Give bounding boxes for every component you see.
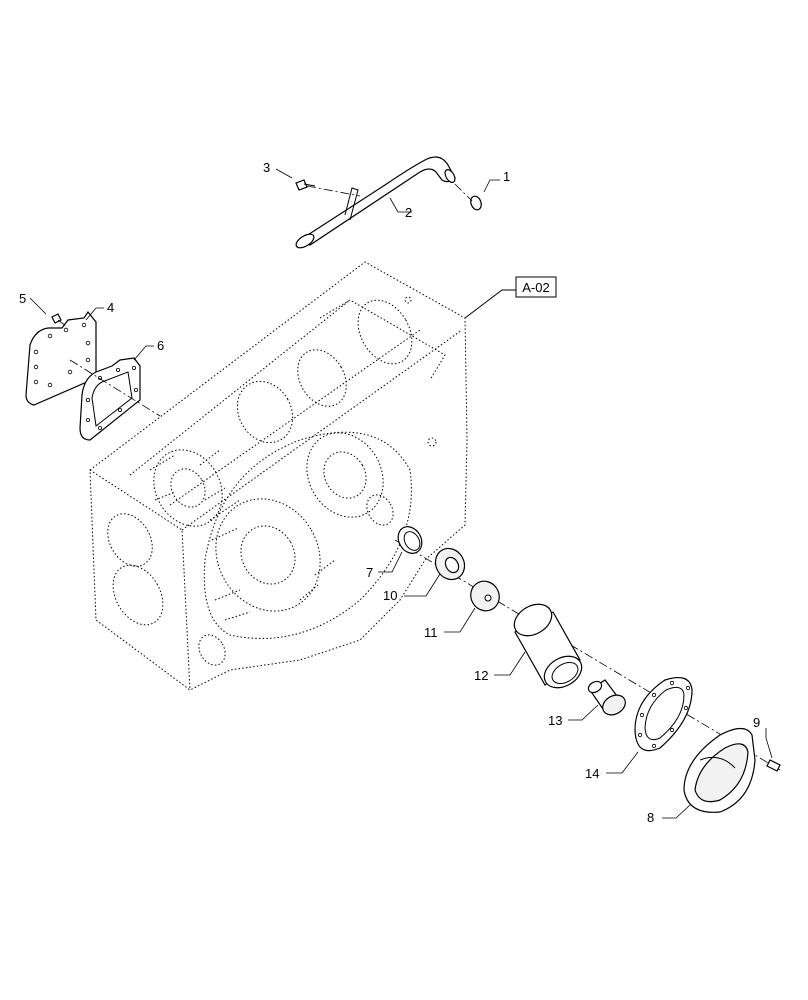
oring-part-1 xyxy=(470,195,482,211)
callout-1: 1 xyxy=(503,169,510,184)
bolt-part-3 xyxy=(295,179,316,191)
callout-10: 10 xyxy=(383,588,397,603)
pipe-part-2 xyxy=(295,156,456,249)
callout-14: 14 xyxy=(585,766,599,781)
snap-ring-part-7 xyxy=(397,526,423,554)
callout-11: 11 xyxy=(424,625,438,640)
callout-4: 4 xyxy=(107,300,114,315)
reference-box-a02[interactable]: A-02 xyxy=(515,276,557,298)
callout-3: 3 xyxy=(263,160,270,175)
plug-part-13 xyxy=(587,679,626,716)
callout-12: 12 xyxy=(474,668,488,683)
cylinder-part-12 xyxy=(513,603,583,689)
thrust-washer-part-11 xyxy=(470,580,500,612)
cover-part-8 xyxy=(683,727,756,813)
callout-6: 6 xyxy=(157,338,164,353)
gasket-part-6 xyxy=(79,357,141,441)
bolt-part-9 xyxy=(766,759,781,772)
transmission-housing xyxy=(89,261,468,691)
callout-2: 2 xyxy=(405,205,412,220)
gasket-part-14 xyxy=(634,677,693,752)
callout-7: 7 xyxy=(366,565,373,580)
callout-8: 8 xyxy=(647,810,654,825)
reference-label: A-02 xyxy=(522,280,549,295)
washer-part-10 xyxy=(434,547,466,581)
callout-9: 9 xyxy=(753,715,760,730)
callout-5: 5 xyxy=(19,291,26,306)
cover-plate-part-4 xyxy=(25,310,97,406)
callout-13: 13 xyxy=(548,713,562,728)
